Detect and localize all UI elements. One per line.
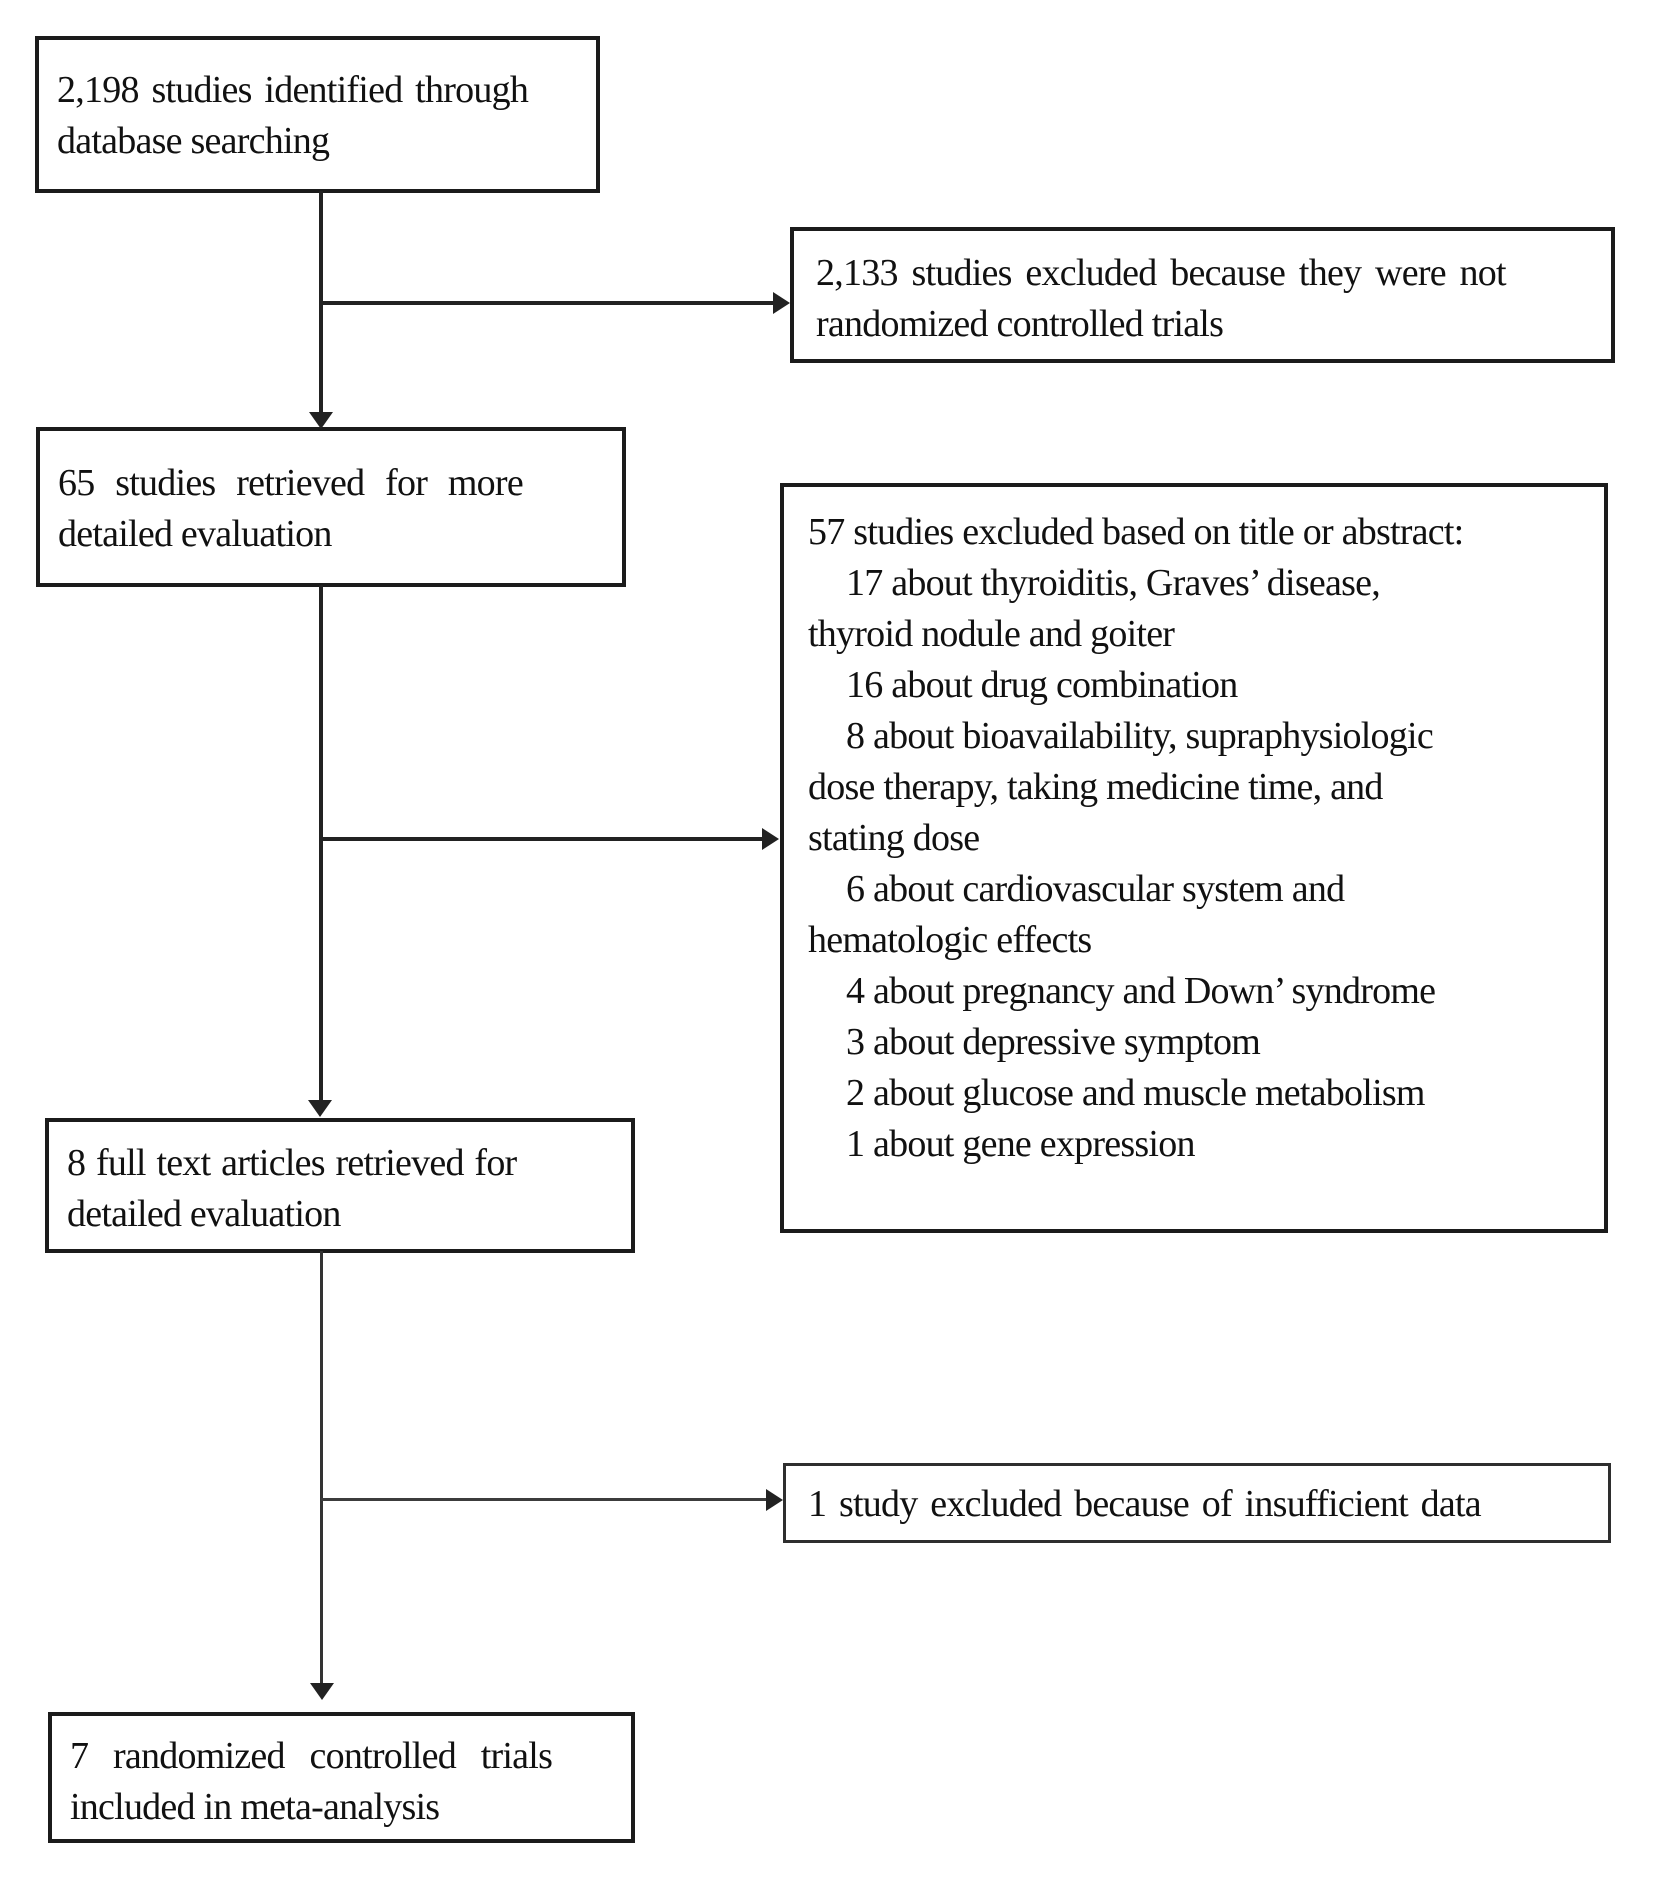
box-text-line: 17 about thyroiditis, Graves’ disease, (846, 562, 1381, 604)
arrow-right-icon (762, 828, 779, 850)
box-text-line: thyroid nodule and goiter (808, 613, 1175, 655)
box-text-line: 4 about pregnancy and Down’ syndrome (846, 970, 1436, 1012)
connector-branch-excluded-insufficient (321, 1498, 769, 1501)
box-text-line: 7 randomized controlled trials (70, 1735, 553, 1777)
box-fulltext-articles: 8 full text articles retrieved for detai… (45, 1118, 635, 1253)
box-text-line: 3 about depressive symptom (846, 1021, 1261, 1063)
box-excluded-title-abstract: 57 studies excluded based on title or ab… (780, 483, 1608, 1233)
box-studies-identified: 2,198 studies identified through databas… (35, 36, 600, 193)
box-text-line: randomized controlled trials (816, 303, 1224, 345)
box-text-line: 1 about gene expression (846, 1123, 1195, 1165)
arrow-down-icon (309, 412, 333, 429)
box-text-line: 2,198 studies identified through (57, 69, 529, 111)
box-text-line: stating dose (808, 817, 980, 859)
box-text-line: 57 studies excluded based on title or ab… (808, 511, 1464, 553)
box-text-line: detailed evaluation (58, 513, 332, 555)
arrow-down-icon (308, 1100, 332, 1117)
box-text-line: 6 about cardiovascular system and (846, 868, 1345, 910)
box-text-line: dose therapy, taking medicine time, and (808, 766, 1383, 808)
box-text-line: 8 about bioavailability, supraphysiologi… (846, 715, 1434, 757)
arrow-right-icon (766, 1489, 783, 1511)
connector-fulltext-to-included (320, 1251, 323, 1687)
box-text-line: 2,133 studies excluded because they were… (816, 252, 1507, 294)
arrow-right-icon (773, 292, 790, 314)
box-text-line: 2 about glucose and muscle metabolism (846, 1072, 1425, 1114)
box-text-line: detailed evaluation (67, 1193, 341, 1235)
arrow-down-icon (310, 1683, 334, 1700)
box-text-line: 65 studies retrieved for more (58, 462, 524, 504)
box-text-line: database searching (57, 120, 330, 162)
box-text-line: hematologic effects (808, 919, 1092, 961)
box-text-line: 1 study excluded because of insufficient… (808, 1483, 1482, 1525)
box-text-line: 8 full text articles retrieved for (67, 1142, 517, 1184)
box-studies-retrieved: 65 studies retrieved for more detailed e… (36, 427, 626, 587)
box-text-line: included in meta-analysis (70, 1786, 440, 1828)
box-excluded-insufficient-data: 1 study excluded because of insufficient… (783, 1463, 1611, 1543)
connector-branch-excluded-not-rct (321, 301, 776, 305)
connector-branch-excluded-title-abstract (321, 837, 766, 841)
box-excluded-not-rct: 2,133 studies excluded because they were… (790, 227, 1615, 363)
connector-retrieved-to-fulltext (319, 585, 323, 1105)
box-text-line: 16 about drug combination (846, 664, 1238, 706)
box-included-meta-analysis: 7 randomized controlled trials included … (48, 1712, 635, 1843)
